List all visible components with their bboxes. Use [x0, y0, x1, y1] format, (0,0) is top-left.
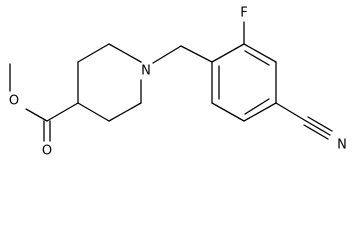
atom-label-set: N F N O O: [9, 6, 347, 159]
nitrile-nitrogen-label: N: [337, 138, 347, 153]
nitrile-triple-bond: [305, 120, 331, 136]
c-cn-bond: [275, 102, 307, 122]
aryl-bond: [211, 43, 245, 63]
nitrile-triple-bond: [307, 116, 333, 132]
aryl-double-bond: [244, 50, 270, 66]
ring-bond: [108, 43, 142, 63]
nitrogen-label: N: [141, 64, 151, 79]
carbonyl-oxygen-label: O: [42, 144, 52, 159]
aryl-bond: [211, 102, 245, 122]
aryl-bond: [243, 43, 277, 63]
nitrile-triple-bond: [303, 124, 329, 140]
chemical-structure: N F N O O: [9, 6, 347, 159]
n-ch2-bond: [152, 45, 182, 64]
ch2-aryl-bond: [180, 45, 213, 63]
ring-bond: [77, 43, 110, 63]
aryl-double-bond: [244, 98, 270, 115]
ring-bond: [108, 102, 142, 122]
aryl-bond: [243, 102, 277, 122]
ring-bond: [77, 102, 110, 122]
bond-set: [9, 21, 333, 142]
fluorine-label: F: [240, 6, 247, 21]
c-o-bond: [25, 108, 48, 122]
ring-ester-bond: [46, 102, 79, 122]
ester-oxygen-label: O: [9, 94, 19, 109]
